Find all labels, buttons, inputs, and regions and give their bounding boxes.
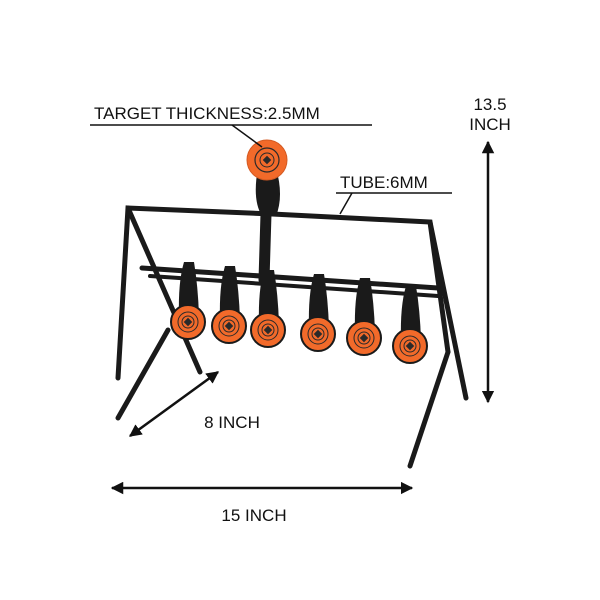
tube-leader xyxy=(339,192,353,215)
target-ring xyxy=(257,319,279,341)
target-center xyxy=(359,333,369,343)
bottom-target xyxy=(211,266,247,344)
target-ring xyxy=(218,315,240,337)
frame-left-front-leg xyxy=(115,327,171,421)
tube-label: TUBE:6MM xyxy=(340,173,428,192)
target-center xyxy=(313,329,323,339)
target-center xyxy=(224,321,234,331)
target-ring xyxy=(177,311,199,333)
target-paddle xyxy=(219,266,240,320)
target-ring xyxy=(222,319,236,333)
target-center xyxy=(405,341,415,351)
target-paddle xyxy=(178,262,199,316)
bottom-target xyxy=(170,262,206,340)
bottom-target xyxy=(300,274,336,352)
target-paddle xyxy=(258,270,279,324)
target-paddle xyxy=(308,274,329,328)
target-ring xyxy=(399,335,421,357)
target-thickness-leader xyxy=(231,124,263,148)
target-paddle xyxy=(400,286,421,340)
target-ring xyxy=(357,331,371,345)
height-label-value: 13.5 xyxy=(473,95,506,114)
bottom-target xyxy=(392,286,428,364)
target-center xyxy=(263,325,273,335)
depth-label: 8 INCH xyxy=(204,413,260,432)
bottom-target xyxy=(250,270,286,348)
depth-dimension-arrow xyxy=(128,370,220,438)
frame-right-leg xyxy=(427,219,469,401)
target-thickness-label: TARGET THICKNESS:2.5MM xyxy=(94,104,320,123)
target-center xyxy=(183,317,193,327)
width-label: 15 INCH xyxy=(221,506,286,525)
target-ring xyxy=(353,327,375,349)
center-post xyxy=(258,208,272,286)
bottom-target xyxy=(346,278,382,356)
target-ring xyxy=(307,323,329,345)
frame-back-bar xyxy=(148,274,440,298)
target-ring xyxy=(181,315,195,329)
bottom-targets xyxy=(170,262,428,364)
target-paddle xyxy=(354,278,375,332)
top-target xyxy=(246,139,288,216)
target-ring xyxy=(261,323,275,337)
height-label-unit: INCH xyxy=(469,115,511,134)
frame-left-leg xyxy=(125,205,203,375)
target-ring xyxy=(311,327,325,341)
frame-right-front-leg xyxy=(407,349,451,469)
target-ring xyxy=(403,339,417,353)
